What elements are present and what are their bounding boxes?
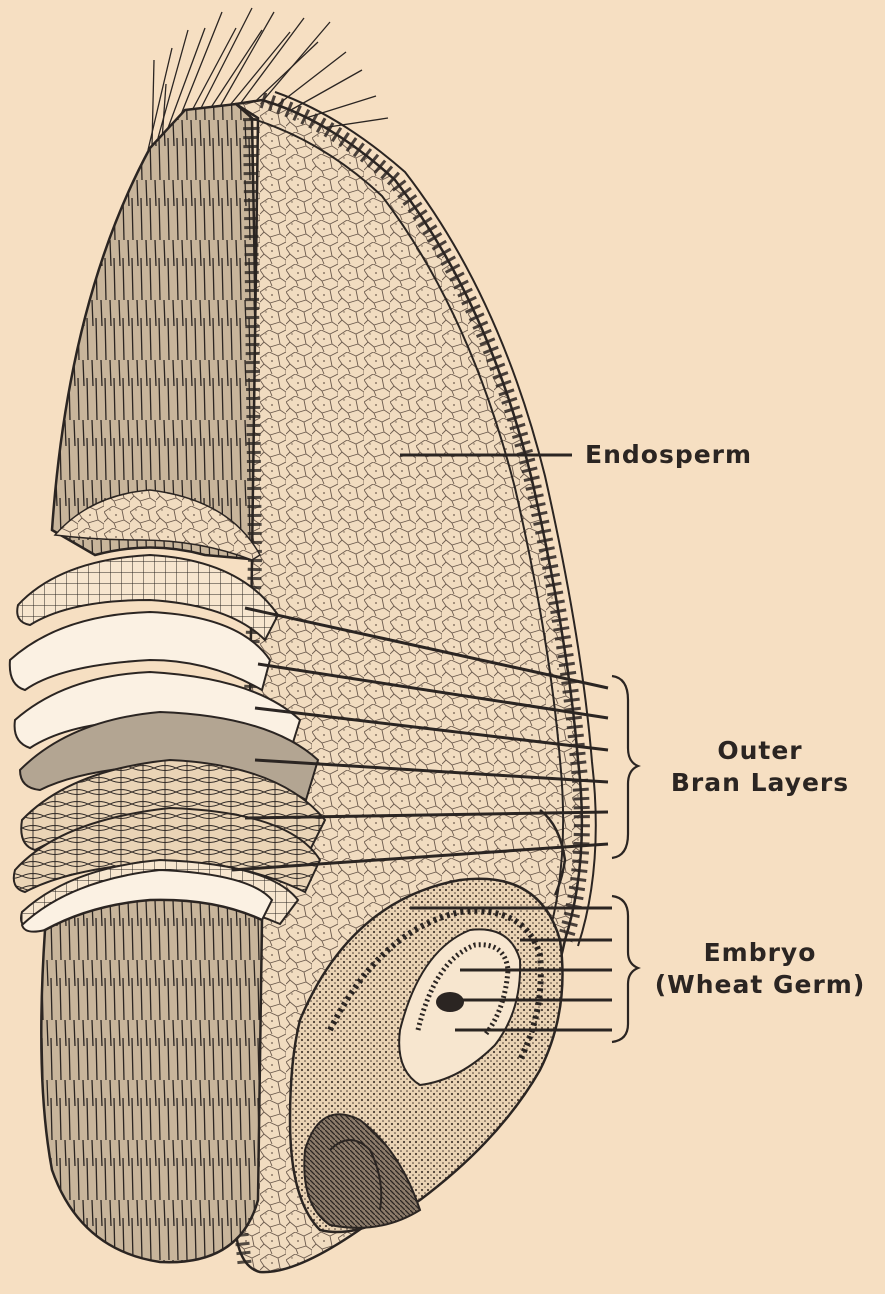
embryo-brace [612,896,638,1042]
embryo-bud [436,992,464,1012]
lower-husk [41,900,262,1262]
label-bran-line2: Bran Layers [640,768,880,798]
label-bran-line1: Outer [640,736,880,766]
label-embryo-line1: Embryo [640,938,880,968]
label-endosperm: Endosperm [585,440,752,470]
bran-brace [612,676,638,858]
label-embryo-line2: (Wheat Germ) [640,970,880,1000]
